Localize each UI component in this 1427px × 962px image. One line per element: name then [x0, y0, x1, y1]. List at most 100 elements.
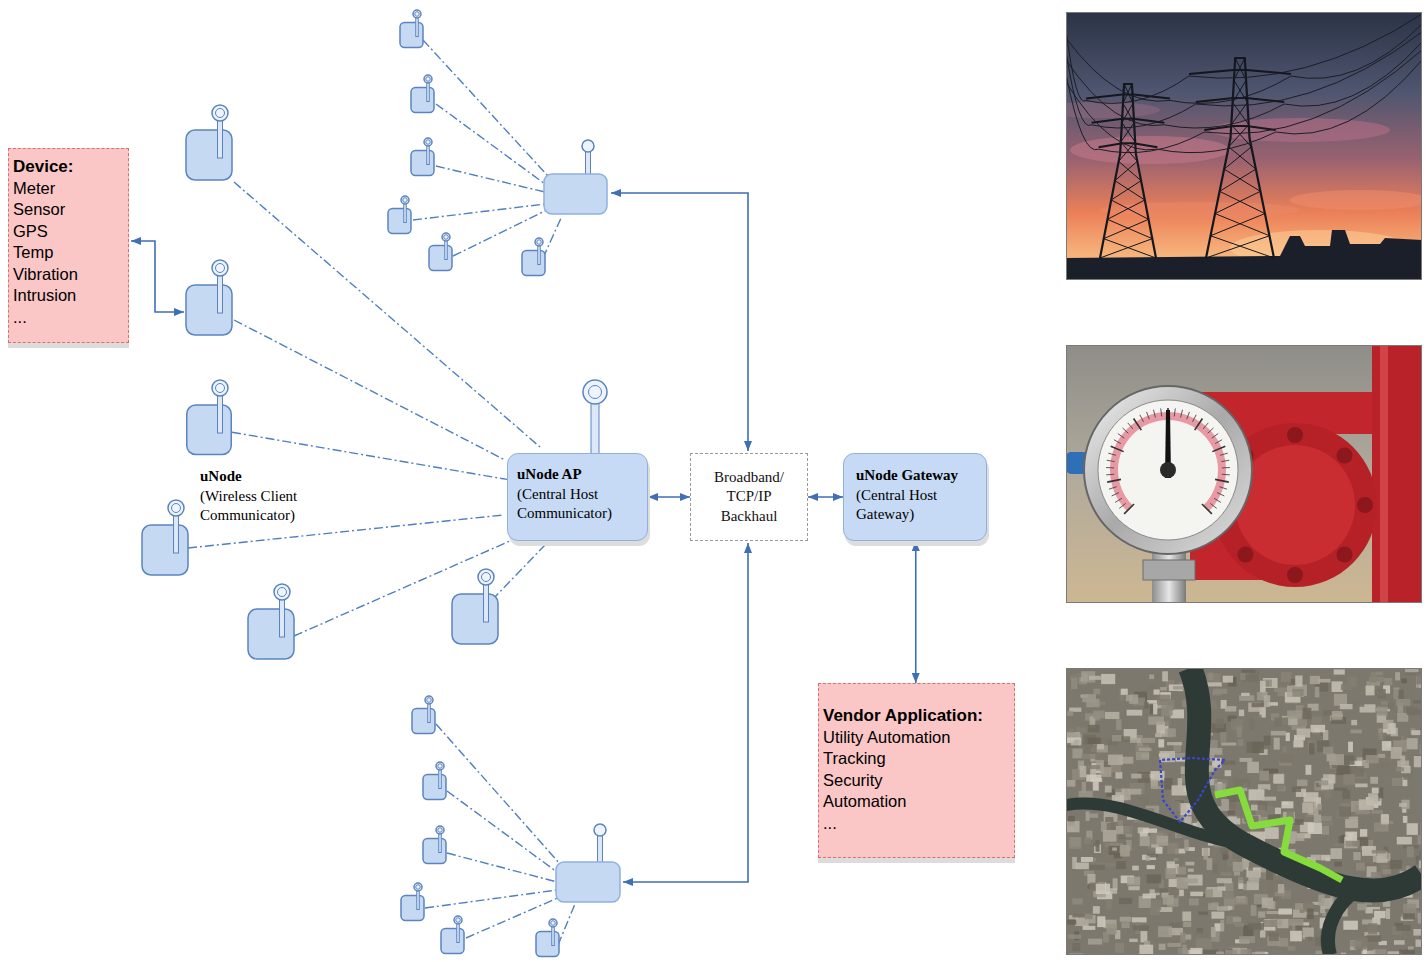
device-box: Device:MeterSensorGPSTempVibrationIntrus…	[8, 148, 129, 343]
satellite-map-photo-part	[1110, 888, 1118, 894]
box-heading: uNode Gateway	[856, 466, 978, 486]
satellite-map-photo-part	[1340, 704, 1353, 709]
satellite-map-photo-part	[1182, 912, 1191, 921]
satellite-map-photo-part	[1072, 943, 1080, 951]
unode-icon-part	[248, 609, 294, 659]
satellite-map-photo-part	[1366, 686, 1375, 696]
satellite-map-photo-part	[1258, 911, 1265, 917]
satellite-map-photo-part	[1067, 821, 1080, 832]
satellite-map-photo-part	[1182, 945, 1186, 955]
satellite-map-photo-part	[1302, 708, 1311, 719]
pressure-gauge-photo-part	[1107, 479, 1121, 482]
device-item: Intrusion	[13, 285, 124, 307]
pressure-gauge-photo-part	[1084, 386, 1252, 554]
access-point-icon-part	[594, 824, 606, 836]
pressure-gauge-photo-part	[1195, 418, 1203, 430]
pressure-gauge-photo-part	[1106, 474, 1114, 476]
satellite-map-photo-part	[1282, 746, 1286, 752]
satellite-map-photo-part	[1248, 923, 1264, 930]
satellite-map-photo-part	[1252, 742, 1264, 753]
access-point-icon	[556, 824, 620, 902]
satellite-map-photo-part	[1136, 752, 1149, 760]
access-point-icon	[544, 140, 607, 214]
pressure-gauge-photo-part	[1106, 467, 1114, 468]
satellite-map-photo-part	[1130, 738, 1141, 743]
satellite-map-photo-part	[1155, 733, 1161, 737]
satellite-map-photo-part	[1370, 777, 1378, 784]
pressure-gauge-photo-part	[1215, 440, 1222, 444]
satellite-map-photo-part	[1072, 749, 1082, 759]
satellite-map-photo-part	[1351, 729, 1362, 733]
pylon-part	[1099, 143, 1158, 147]
unode-icon-part	[478, 569, 494, 585]
satellite-map-photo-part	[1274, 718, 1288, 727]
satellite-map-photo-part	[1260, 681, 1266, 693]
backhaul-label: Broadband/ TCP/IP Backhaul	[703, 468, 795, 527]
satellite-map-photo-part	[1233, 862, 1243, 872]
satellite-map-photo-part	[1172, 801, 1179, 810]
unode-icon-part	[416, 885, 421, 890]
satellite-map-photo-part	[1388, 702, 1394, 709]
satellite-map-photo-part	[1211, 927, 1216, 937]
pressure-gauge-photo-part	[1118, 434, 1124, 439]
satellite-map-photo-part	[1133, 925, 1149, 930]
unode-icon	[536, 919, 559, 957]
satellite-map-photo-part	[1234, 872, 1240, 876]
unode-icon-part	[212, 105, 228, 121]
pressure-gauge-photo-part	[1112, 493, 1119, 496]
pressure-gauge-photo-part	[1208, 428, 1214, 433]
satellite-map-photo-part	[1401, 679, 1407, 684]
satellite-map-photo-part	[1220, 732, 1226, 742]
unode-icon-part	[452, 594, 498, 644]
satellite-map-photo-part	[1234, 779, 1250, 788]
satellite-map-photo-part	[1383, 869, 1391, 874]
satellite-map-photo-part	[1252, 703, 1266, 707]
unode-icon-part	[216, 109, 225, 118]
unode-icon-part	[403, 198, 408, 203]
satellite-map-photo-part	[1238, 877, 1243, 883]
satellite-map-photo-part	[1228, 906, 1232, 910]
pressure-gauge-photo	[1066, 345, 1422, 603]
unode-icon-part	[482, 573, 491, 582]
satellite-map-photo-part	[1107, 755, 1123, 766]
satellite-map-photo-part	[1167, 943, 1181, 947]
satellite-map-photo-part	[1179, 890, 1184, 897]
pressure-gauge-photo-part	[1203, 423, 1208, 429]
unode-icon	[522, 238, 545, 276]
unode-icon-body	[187, 405, 232, 455]
satellite-map-photo-part	[1085, 913, 1093, 919]
satellite-map-photo-part	[1248, 867, 1253, 871]
backhaul-arrows	[131, 193, 748, 882]
backhaul-arrow	[648, 496, 690, 498]
box-description: (Central Host Gateway)	[856, 486, 978, 525]
satellite-map-photo-part	[1116, 719, 1121, 730]
satellite-map-photo-part	[1274, 774, 1284, 784]
satellite-map-photo-part	[1207, 682, 1222, 686]
unode-caption: uNode(Wireless Client Communicator)	[200, 467, 332, 526]
pressure-gauge-photo-part	[1221, 460, 1229, 461]
satellite-map-photo-part	[1234, 923, 1243, 927]
satellite-map-photo-part	[1258, 801, 1267, 810]
satellite-map-photo-part	[1287, 686, 1292, 697]
satellite-map-photo-part	[1312, 717, 1322, 724]
satellite-map-photo-part	[1376, 672, 1383, 676]
satellite-map-photo-part	[1247, 762, 1259, 773]
satellite-map-photo-part	[1403, 904, 1416, 914]
pressure-gauge-photo-part	[1174, 408, 1176, 416]
satellite-map-photo-part	[1095, 752, 1103, 760]
satellite-map-photo-part	[1085, 746, 1097, 754]
satellite-map-photo-part	[1101, 767, 1112, 777]
satellite-map-photo-part	[1164, 778, 1172, 790]
satellite-map-photo-part	[1158, 926, 1172, 937]
power-wires-part	[1066, 60, 1422, 153]
pressure-gauge-photo-part	[1108, 453, 1116, 455]
satellite-map-photo-part	[1407, 823, 1418, 835]
satellite-map-photo-part	[1392, 778, 1402, 786]
satellite-map-photo-part	[1160, 687, 1167, 691]
satellite-map-photo-part	[1080, 766, 1087, 778]
satellite-map-photo-part	[1279, 938, 1289, 947]
satellite-map-photo-part	[1074, 881, 1078, 886]
pylon-part	[1119, 142, 1138, 161]
satellite-map-photo-part	[1295, 675, 1302, 686]
satellite-map-photo-part	[1215, 790, 1342, 880]
